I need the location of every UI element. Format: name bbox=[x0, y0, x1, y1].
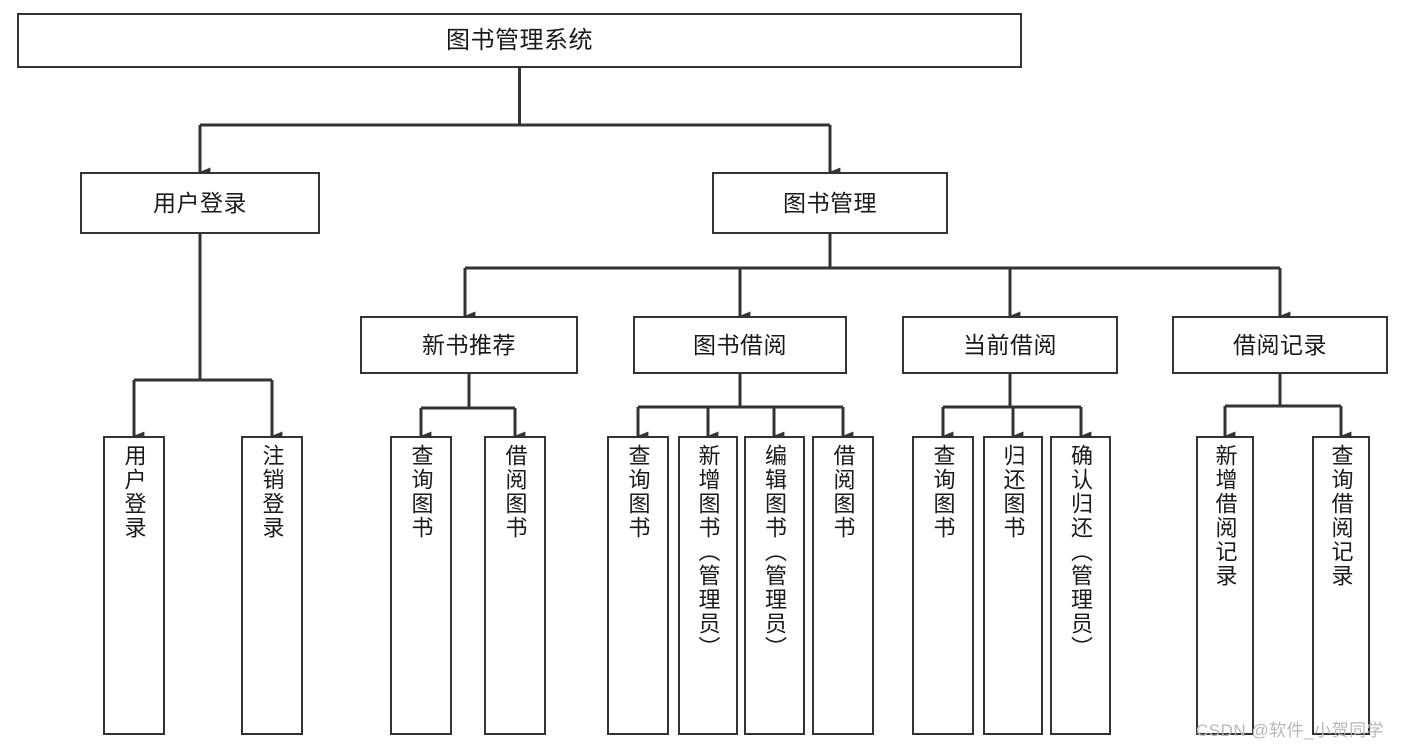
node-root[interactable]: 图书管理系统 bbox=[17, 13, 1022, 68]
node-book-borrow[interactable]: 图书借阅 bbox=[633, 316, 847, 374]
node-leaf-rec-borrow[interactable]: 借阅图书 bbox=[484, 436, 546, 735]
node-current-borrow-label: 当前借阅 bbox=[963, 331, 1057, 358]
node-user-login[interactable]: 用户登录 bbox=[80, 172, 320, 234]
node-leaf-rec-query2[interactable]: 查询借阅记录 bbox=[1312, 436, 1370, 735]
node-leaf-book-add[interactable]: 新增图书（管理员） bbox=[678, 436, 738, 735]
node-leaf-borrow-query-label: 查询图书 bbox=[625, 444, 651, 540]
node-borrow-record[interactable]: 借阅记录 bbox=[1172, 316, 1388, 374]
node-leaf-cur-return-label: 归还图书 bbox=[1000, 444, 1026, 540]
node-leaf-rec-borrow-label: 借阅图书 bbox=[502, 444, 528, 540]
node-leaf-cur-confirm-label: 确认归还（管理员） bbox=[1068, 444, 1094, 660]
node-leaf-user-login[interactable]: 用户登录 bbox=[103, 436, 165, 735]
node-new-book-rec[interactable]: 新书推荐 bbox=[360, 316, 578, 374]
node-leaf-rec-query-label: 查询图书 bbox=[408, 444, 434, 540]
node-leaf-book-edit-label: 编辑图书（管理员） bbox=[762, 444, 788, 660]
node-leaf-rec-add[interactable]: 新增借阅记录 bbox=[1196, 436, 1254, 735]
node-leaf-borrow-query[interactable]: 查询图书 bbox=[607, 436, 669, 735]
node-leaf-book-borrow-label: 借阅图书 bbox=[830, 444, 856, 540]
node-leaf-book-edit[interactable]: 编辑图书（管理员） bbox=[744, 436, 805, 735]
node-leaf-rec-query2-label: 查询借阅记录 bbox=[1328, 444, 1354, 588]
node-borrow-record-label: 借阅记录 bbox=[1233, 331, 1327, 358]
node-user-login-label: 用户登录 bbox=[153, 189, 247, 216]
node-book-manage[interactable]: 图书管理 bbox=[712, 172, 948, 234]
node-new-book-rec-label: 新书推荐 bbox=[422, 331, 516, 358]
node-leaf-cur-confirm[interactable]: 确认归还（管理员） bbox=[1050, 436, 1111, 735]
node-book-borrow-label: 图书借阅 bbox=[693, 331, 787, 358]
node-leaf-book-add-label: 新增图书（管理员） bbox=[695, 444, 721, 660]
node-leaf-user-login-label: 用户登录 bbox=[121, 444, 147, 540]
node-leaf-cur-query-label: 查询图书 bbox=[930, 444, 956, 540]
node-leaf-rec-query[interactable]: 查询图书 bbox=[390, 436, 452, 735]
node-leaf-rec-add-label: 新增借阅记录 bbox=[1212, 444, 1238, 588]
node-leaf-cur-query[interactable]: 查询图书 bbox=[912, 436, 974, 735]
node-root-label: 图书管理系统 bbox=[446, 26, 593, 54]
node-leaf-book-borrow[interactable]: 借阅图书 bbox=[812, 436, 874, 735]
node-book-manage-label: 图书管理 bbox=[783, 189, 877, 216]
node-leaf-user-logout[interactable]: 注销登录 bbox=[241, 436, 303, 735]
node-leaf-cur-return[interactable]: 归还图书 bbox=[983, 436, 1043, 735]
node-leaf-user-logout-label: 注销登录 bbox=[259, 444, 285, 540]
node-current-borrow[interactable]: 当前借阅 bbox=[902, 316, 1118, 374]
